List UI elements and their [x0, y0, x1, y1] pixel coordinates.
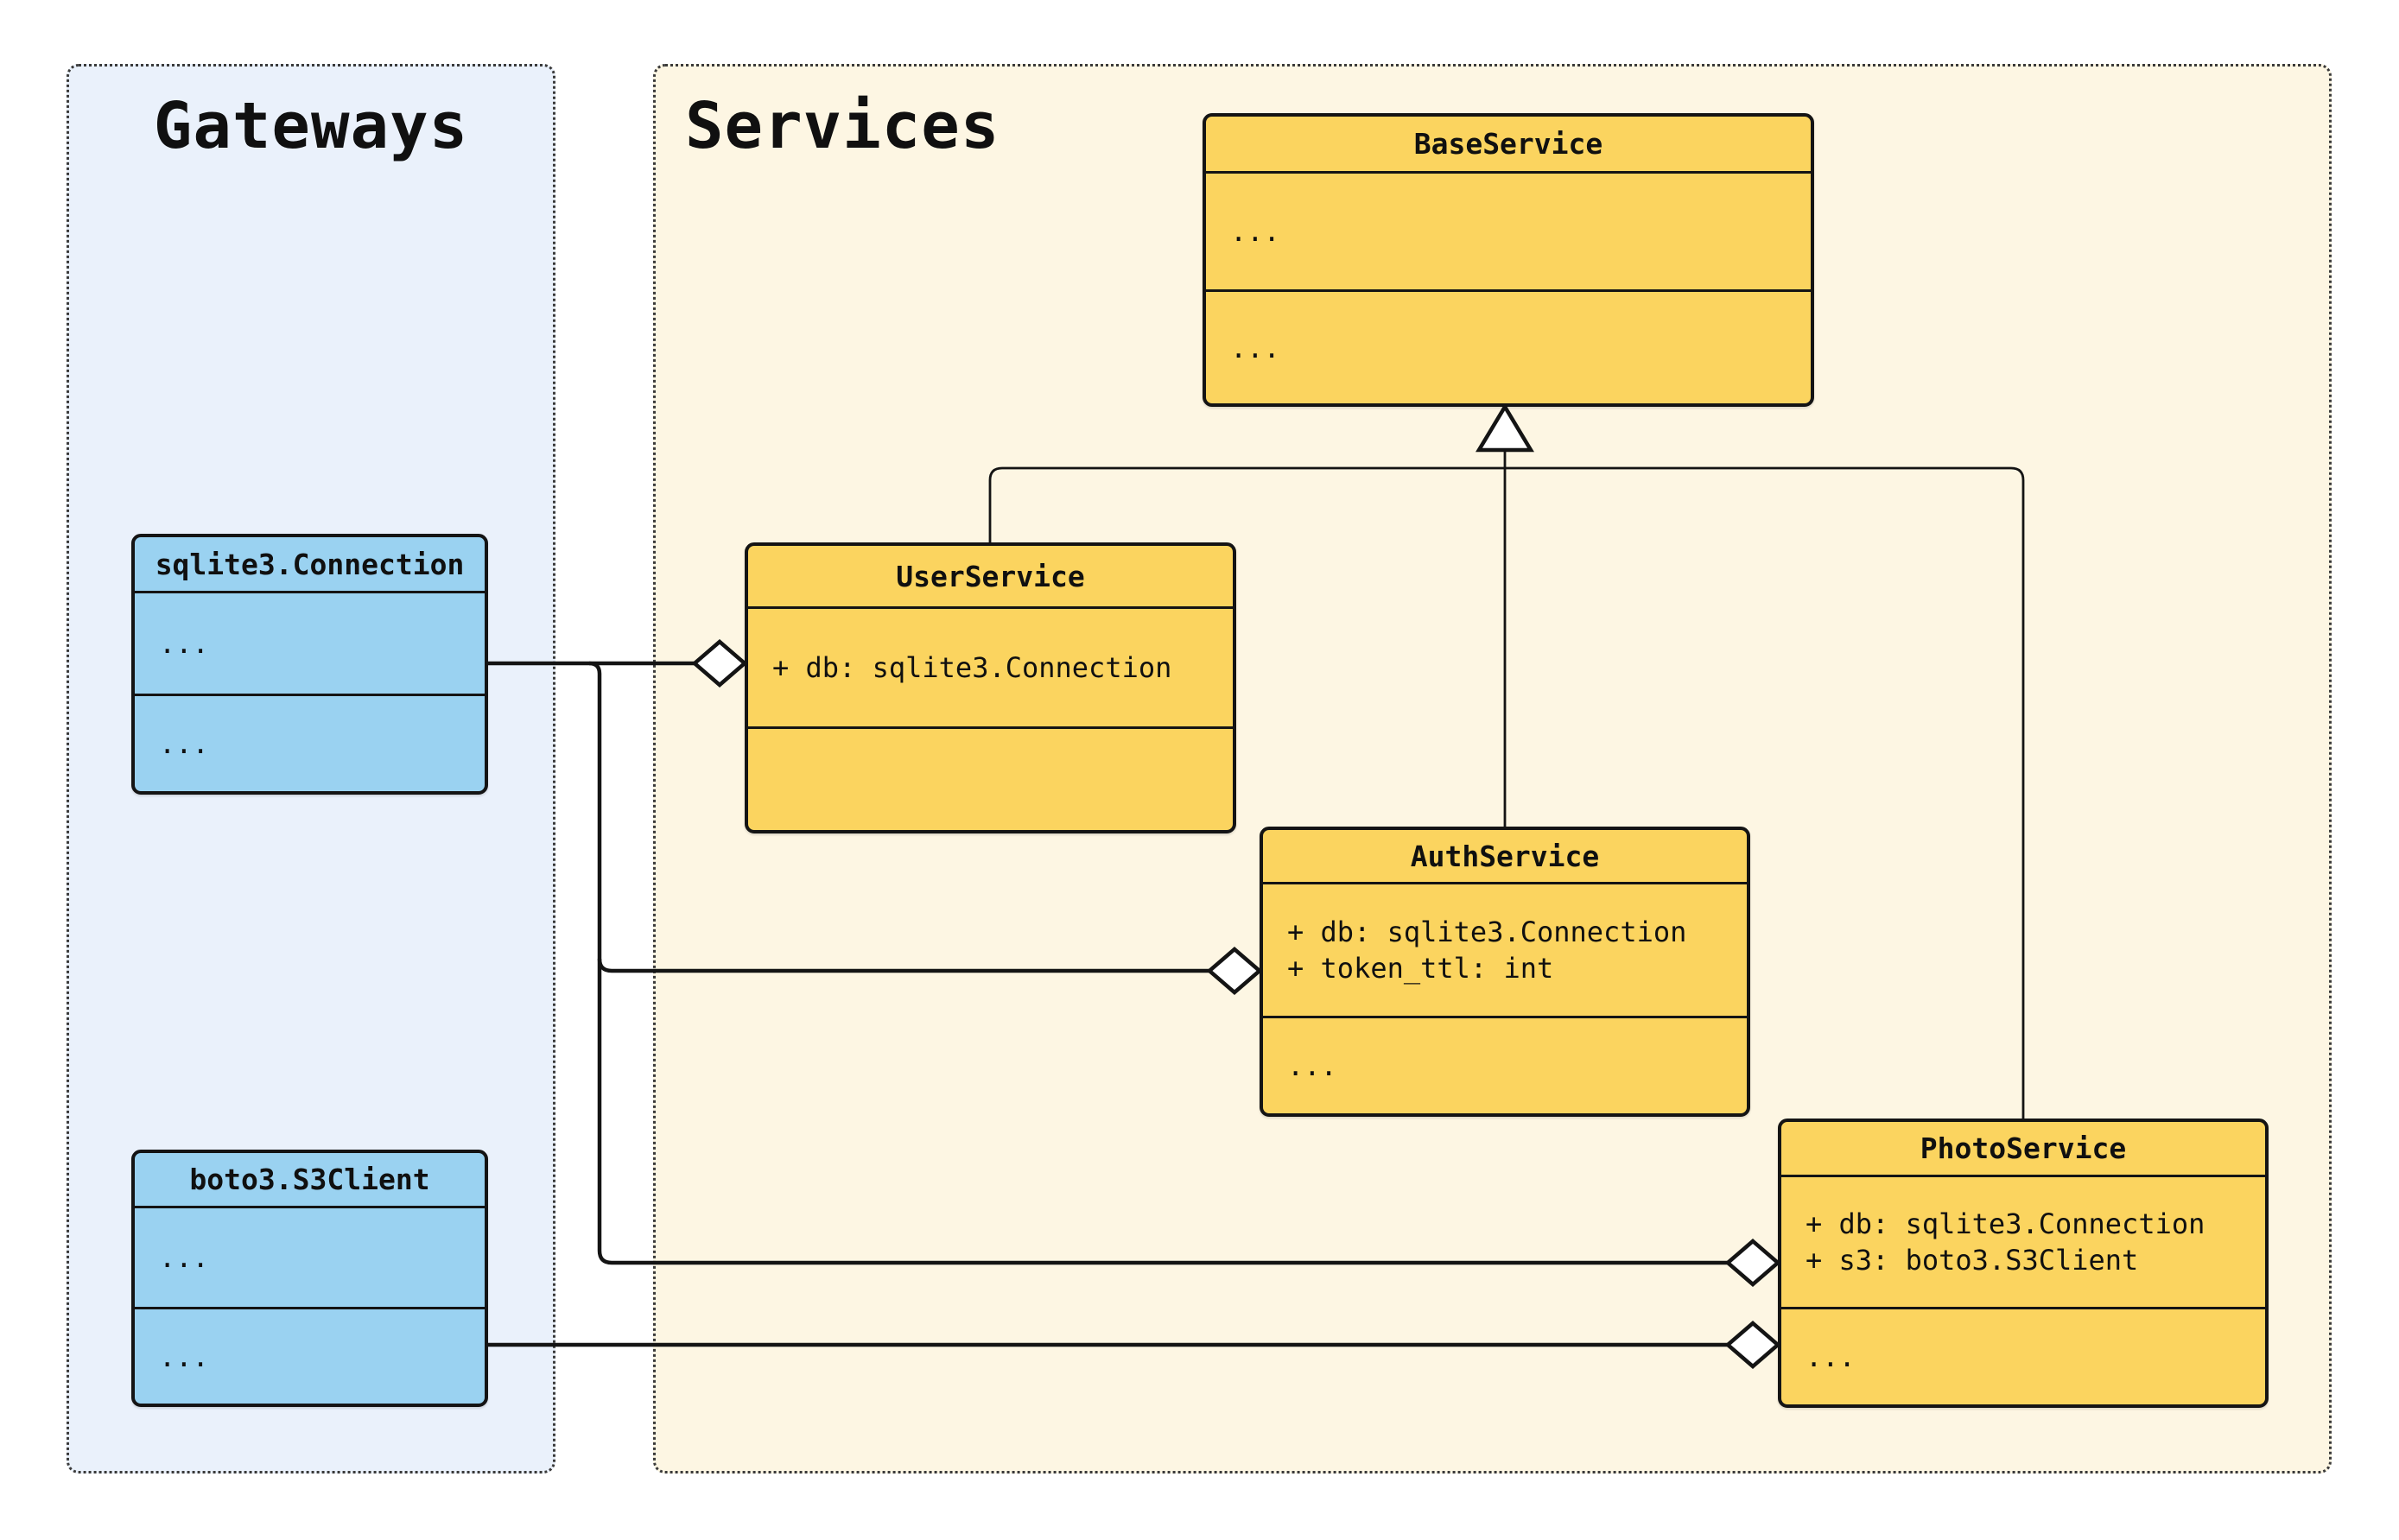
aggregation-diamond-photoservice-s3-icon	[1724, 1321, 1781, 1369]
class-name: PhotoService	[1920, 1131, 2127, 1165]
aggregation-diamond-photoservice-db-icon	[1724, 1239, 1781, 1287]
container-services-title: Services	[685, 89, 1000, 163]
aggregation-diamond-userservice-icon	[691, 639, 748, 688]
class-name: BaseService	[1413, 127, 1603, 161]
class-box-photoservice: PhotoService + db: sqlite3.Connection + …	[1778, 1119, 2269, 1408]
class-attribute-db: + db: sqlite3.Connection	[1806, 1207, 2205, 1240]
class-attribute-db: + db: sqlite3.Connection	[772, 651, 1172, 684]
class-attribute-s3: + s3: boto3.S3Client	[1806, 1244, 2139, 1277]
class-methods: ...	[1206, 289, 1811, 403]
aggregation-diamond-authservice-icon	[1206, 947, 1263, 995]
container-gateways-title: Gateways	[153, 89, 469, 163]
class-box-sqlite3-connection: sqlite3.Connection ... ...	[131, 534, 488, 795]
class-attribute-token-ttl: + token_ttl: int	[1287, 952, 1554, 985]
class-methods: ...	[135, 1307, 485, 1404]
class-attributes: + db: sqlite3.Connection	[748, 606, 1233, 726]
class-box-boto3-s3client: boto3.S3Client ... ...	[131, 1150, 488, 1407]
class-attributes: ...	[135, 1206, 485, 1307]
class-attributes: ...	[135, 591, 485, 694]
class-methods: ...	[1263, 1016, 1747, 1113]
class-attributes: + db: sqlite3.Connection + s3: boto3.S3C…	[1781, 1175, 2265, 1307]
class-box-userservice: UserService + db: sqlite3.Connection	[745, 542, 1236, 833]
inheritance-triangle-icon	[1476, 402, 1534, 453]
aggregation-trunk-sqlite	[588, 661, 1728, 1265]
class-name: boto3.S3Client	[189, 1163, 430, 1196]
class-name: AuthService	[1410, 839, 1600, 873]
class-methods: ...	[1781, 1307, 2265, 1404]
class-box-authservice: AuthService + db: sqlite3.Connection + t…	[1260, 827, 1750, 1117]
aggregation-line-sqlite-authservice	[597, 958, 1209, 973]
class-attribute-db: + db: sqlite3.Connection	[1287, 916, 1687, 948]
class-box-baseservice: BaseService ... ...	[1203, 113, 1814, 407]
class-attributes: ...	[1206, 171, 1811, 289]
class-methods: ...	[135, 694, 485, 791]
class-methods	[748, 726, 1233, 830]
class-name: UserService	[896, 559, 1085, 593]
class-name: sqlite3.Connection	[155, 547, 465, 581]
class-attributes: + db: sqlite3.Connection + token_ttl: in…	[1263, 882, 1747, 1016]
inheritance-connector-userservice-photoservice	[988, 466, 2025, 1119]
